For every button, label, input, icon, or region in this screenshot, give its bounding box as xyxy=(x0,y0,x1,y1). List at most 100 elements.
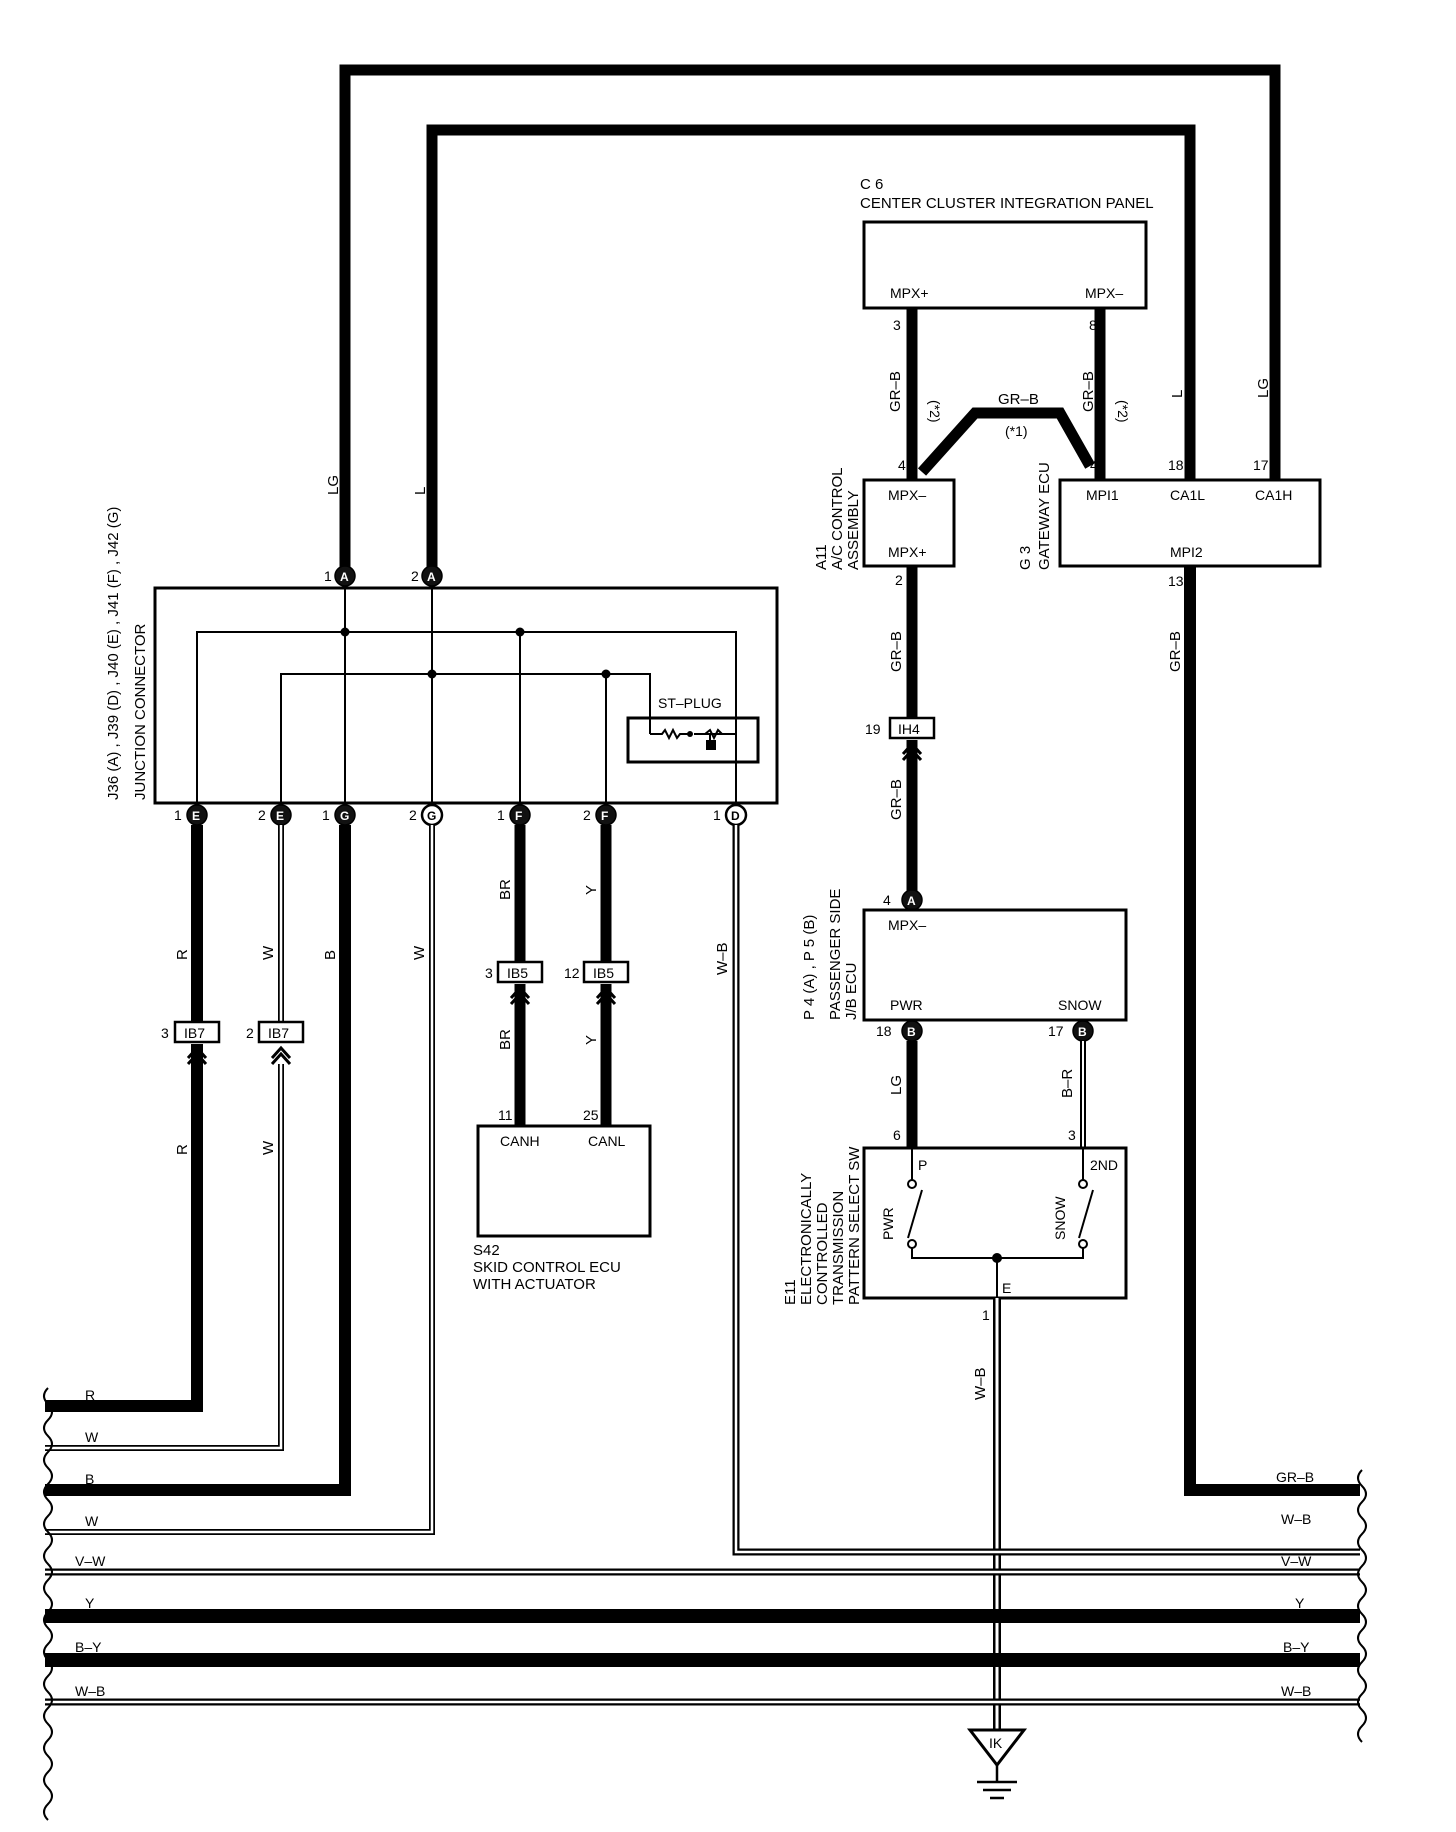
passenger-jb-box xyxy=(862,908,1128,1022)
e11-pin-1: 1 xyxy=(982,1307,990,1323)
e11-pin-e: E xyxy=(1002,1280,1011,1296)
bus-right-label-4: B–Y xyxy=(1283,1639,1310,1655)
a11-ref: A11 xyxy=(813,544,830,570)
wire-label-b: B xyxy=(322,950,339,960)
c6-pin-3: 3 xyxy=(893,317,901,333)
bus-lines xyxy=(45,1568,1360,1706)
g3-pin-ca1h: CA1H xyxy=(1255,487,1292,503)
bus-left-label-3: W xyxy=(85,1513,99,1529)
wire-r-lower xyxy=(45,1044,203,1412)
jb-pin-18-number: 18 xyxy=(876,1023,892,1039)
junction-pin-1f: 1 F xyxy=(497,804,531,826)
passenger-jb-ref: P 4 (A) , P 5 (B) xyxy=(801,915,818,1020)
connector-ib7-b-label: IB7 xyxy=(268,1025,289,1041)
bus-right-label-5: W–B xyxy=(1281,1683,1311,1699)
bus-left-label-5: Y xyxy=(85,1595,95,1611)
connector-ib5-b: IB5 12 xyxy=(564,960,630,1006)
wire-label-r-lower: R xyxy=(174,1144,191,1155)
bus-right-label-2: V–W xyxy=(1281,1553,1312,1569)
e11-pin-6: 6 xyxy=(893,1127,901,1143)
wire-label-grb-a11: GR–B xyxy=(888,631,905,672)
connector-ib7-a: IB7 3 xyxy=(161,1020,221,1066)
junction-pin-2f-num: 2 xyxy=(583,807,591,823)
e11-pin-p: P xyxy=(918,1157,927,1173)
g3-pin-13: 13 xyxy=(1168,573,1184,589)
junction-pin-2a-letter: A xyxy=(427,570,436,584)
junction-pin-1a: 1 A xyxy=(324,565,356,587)
wire-w-e-lower xyxy=(45,1064,283,1450)
s42-pin-25: 25 xyxy=(583,1107,599,1123)
c6-pin-mpx-minus: MPX– xyxy=(1085,285,1123,301)
g3-pin-mpi2: MPI2 xyxy=(1170,544,1203,560)
junction-pin-1f-num: 1 xyxy=(497,807,505,823)
connector-ib5-a-pin: 3 xyxy=(485,965,493,981)
junction-pin-1e: 1 E xyxy=(174,804,208,826)
wire-label-lg-left: LG xyxy=(325,475,342,495)
junction-pin-2a-num: 2 xyxy=(411,568,419,584)
bus-left-label-0: R xyxy=(85,1387,95,1403)
jb-pin-17-number: 17 xyxy=(1048,1023,1064,1039)
s42-box xyxy=(476,1124,652,1238)
g3-pin-mpi1: MPI1 xyxy=(1086,487,1119,503)
bus-right-label-0: GR–B xyxy=(1276,1469,1314,1485)
jb-pin-4-letter: A xyxy=(907,894,916,908)
junction-pin-2e: 2 E xyxy=(258,804,292,826)
junction-pin-1f-letter: F xyxy=(515,809,522,823)
wire-w-g xyxy=(45,825,434,1534)
wire-grb-a11-g3 xyxy=(917,407,1095,476)
ground-ik: IK xyxy=(966,1728,1028,1800)
connector-ib5-a-label: IB5 xyxy=(507,965,528,981)
c6-name: CENTER CLUSTER INTEGRATION PANEL xyxy=(860,195,1154,212)
s42-name1: SKID CONTROL ECU xyxy=(473,1259,621,1276)
wire-label-lg-right: LG xyxy=(1255,378,1272,398)
junction-refs: J36 (A) , J39 (D) , J40 (E) , J41 (F) , … xyxy=(105,507,122,800)
jb-pin-17-letter: B xyxy=(1078,1025,1087,1039)
wire-label-lg-jb: LG xyxy=(888,1075,905,1095)
wire-label-y-upper: Y xyxy=(583,885,600,895)
jb-pin-17b: 17 B xyxy=(1048,1020,1094,1042)
a11-pin-2: 2 xyxy=(895,572,903,588)
note1: (*1) xyxy=(1005,423,1028,439)
junction-pin-1e-num: 1 xyxy=(174,807,182,823)
jb-pin-4-number: 4 xyxy=(883,892,891,908)
connector-ib5-b-pin: 12 xyxy=(564,965,580,981)
g3-pin-4: 4 xyxy=(1090,457,1098,473)
junction-pin-1d-num: 1 xyxy=(713,807,721,823)
junction-pin-1e-letter: E xyxy=(192,809,200,823)
junction-pin-2f: 2 F xyxy=(583,804,617,826)
junction-pin-2e-letter: E xyxy=(276,809,284,823)
junction-pin-2a: 2 A xyxy=(411,565,443,587)
connector-ib5-b-label: IB5 xyxy=(593,965,614,981)
junction-pin-1d-letter: D xyxy=(731,809,740,823)
junction-pin-1g-letter: G xyxy=(340,809,349,823)
a11-pin-4: 4 xyxy=(898,457,906,473)
e11-name3: TRANSMISSION xyxy=(830,1191,847,1305)
c6-ref: C 6 xyxy=(860,176,883,193)
s42-ref: S42 xyxy=(473,1242,500,1259)
s42-pin-canh: CANH xyxy=(500,1133,540,1149)
jb-pin-snow: SNOW xyxy=(1058,997,1102,1013)
junction-connector-box xyxy=(153,586,779,805)
e11-pin-2nd: 2ND xyxy=(1090,1157,1118,1173)
bus-left-label-2: B xyxy=(85,1471,94,1487)
connector-ih4-pin: 19 xyxy=(865,721,881,737)
wire-label-w-g: W xyxy=(411,945,428,960)
s42-name2: WITH ACTUATOR xyxy=(473,1276,596,1293)
wire-wb-junction-d xyxy=(734,825,1360,1554)
wire-lg-top-loop xyxy=(339,64,1281,572)
g3-box xyxy=(1058,478,1322,568)
connector-ib5-a: IB5 3 xyxy=(485,960,544,1006)
wire-label-grb-ih4: GR–B xyxy=(888,779,905,820)
a11-pin-mpx-minus: MPX– xyxy=(888,487,926,503)
connector-ib7-b: IB7 2 xyxy=(246,1020,305,1066)
wire-label-wb-ground: W–B xyxy=(972,1367,989,1400)
bus-break-right xyxy=(1357,1469,1367,1743)
connector-ib7-a-label: IB7 xyxy=(184,1025,205,1041)
wire-label-wb-d: W–B xyxy=(714,942,731,975)
jb-pin-4a: 4 A xyxy=(883,889,923,911)
e11-name1: ELECTRONICALLY xyxy=(798,1173,815,1305)
connector-ib7-b-pin: 2 xyxy=(246,1025,254,1041)
junction-pin-1g-num: 1 xyxy=(322,807,330,823)
bus-break-left xyxy=(43,1387,53,1821)
